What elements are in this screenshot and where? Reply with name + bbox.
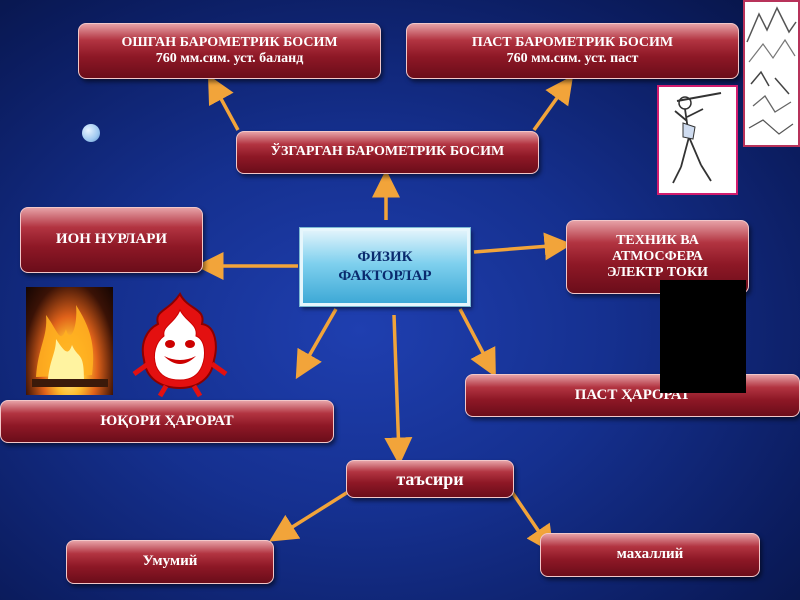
arrow-effect-to-general xyxy=(269,490,349,542)
low-pressure-box: ПАСТ БАРОМЕТРИК БОСИМ 760 мм.сим. уст. п… xyxy=(406,23,739,79)
high-temp-box: ЮҚОРИ ҲАРОРАТ xyxy=(0,400,334,443)
arrow-changed-to-low-pressure xyxy=(532,75,574,132)
center-line-2: ФАКТОРЛАР xyxy=(338,268,432,284)
center-line-1: ФИЗИК xyxy=(357,249,413,266)
arrow-center-to-technical xyxy=(473,232,573,261)
cartoon-musician xyxy=(657,85,738,195)
general-label: Умумий xyxy=(142,553,198,570)
technical-line-3: ЭЛЕКТР ТОКИ xyxy=(606,265,708,281)
local-box: махаллий xyxy=(540,533,760,577)
arrow-changed-to-high-pressure xyxy=(207,74,240,131)
low-temp-box: ПАСТ ҲАРОРАТ xyxy=(465,374,800,417)
arrow-center-to-low-temp xyxy=(458,308,496,378)
changed-pressure-box: ЎЗГАРГАН БАРОМЕТРИК БОСИМ xyxy=(236,131,539,174)
technical-line-1: ТЕХНИК ВА xyxy=(616,232,699,248)
arrow-center-to-high-temp xyxy=(295,308,338,380)
ion-rays-label: ИОН НУРЛАРИ xyxy=(55,231,168,248)
general-box: Умумий xyxy=(66,540,274,584)
fire-mascot xyxy=(128,290,233,398)
fire-photo xyxy=(26,287,113,395)
black-image-overlay xyxy=(660,280,746,393)
physical-factors-box: ФИЗИК ФАКТОРЛАР xyxy=(300,228,470,306)
effect-label: таъсири xyxy=(396,468,464,489)
flames-drawing xyxy=(32,305,108,387)
technical-current-box: ТЕХНИК ВА АТМОСФЕРА ЭЛЕКТР ТОКИ xyxy=(566,220,749,294)
high-pressure-title: ОШГАН БАРОМЕТРИК БОСИМ xyxy=(121,34,338,50)
moon-circle xyxy=(82,124,100,142)
high-temp-label: ЮҚОРИ ҲАРОРАТ xyxy=(100,412,234,429)
changed-pressure-label: ЎЗГАРГАН БАРОМЕТРИК БОСИМ xyxy=(270,144,505,160)
technical-line-2: АТМОСФЕРА xyxy=(612,248,703,264)
effect-box: таъсири xyxy=(346,460,514,498)
ion-rays-box: ИОН НУРЛАРИ xyxy=(20,207,203,273)
low-pressure-detail: 760 мм.сим. уст. паст xyxy=(506,51,639,66)
high-pressure-detail: 760 мм.сим. уст. баланд xyxy=(155,51,304,66)
low-pressure-title: ПАСТ БАРОМЕТРИК БОСИМ xyxy=(471,34,674,50)
mountain-sketch-drawing xyxy=(746,6,797,135)
high-pressure-box: ОШГАН БАРОМЕТРИК БОСИМ 760 мм.сим. уст. … xyxy=(78,23,381,79)
mountain-sketch xyxy=(743,0,800,147)
musician-drawing xyxy=(672,92,722,184)
local-label: махаллий xyxy=(616,546,684,563)
arrow-center-to-effect xyxy=(384,314,413,466)
